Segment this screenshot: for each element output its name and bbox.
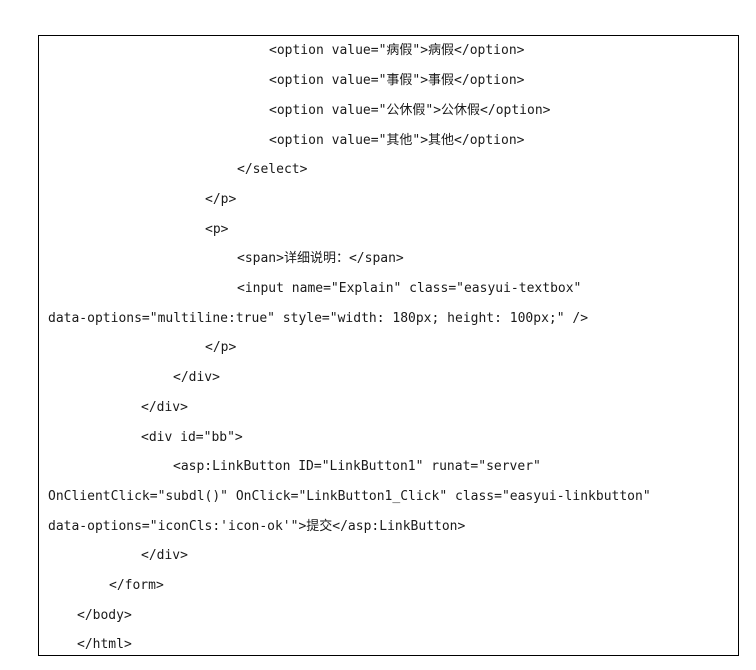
code-line: <span>详细说明：</span> <box>237 251 404 266</box>
code-line: <option value="病假">病假</option> <box>269 43 525 58</box>
code-line: data-options="multiline:true" style="wid… <box>48 311 589 326</box>
code-line: </form> <box>109 578 164 593</box>
code-line: </div> <box>141 548 188 563</box>
code-line: </html> <box>77 637 132 652</box>
code-line: </body> <box>77 608 132 623</box>
code-line: <asp:LinkButton ID="LinkButton1" runat="… <box>173 459 541 474</box>
code-line: <input name="Explain" class="easyui-text… <box>237 281 582 296</box>
code-line: OnClientClick="subdl()" OnClick="LinkBut… <box>48 489 651 504</box>
code-listing: <option value="病假">病假</option> <option v… <box>39 36 738 655</box>
code-line: </div> <box>173 370 220 385</box>
code-line: <div id="bb"> <box>141 430 243 445</box>
code-line: </div> <box>141 400 188 415</box>
code-line: <option value="其他">其他</option> <box>269 133 525 148</box>
code-line: </p> <box>205 340 237 355</box>
code-line: <option value="事假">事假</option> <box>269 73 525 88</box>
code-line: data-options="iconCls:'icon-ok'">提交</asp… <box>48 519 466 534</box>
code-line: </p> <box>205 192 237 207</box>
code-line: <option value="公休假">公休假</option> <box>269 103 551 118</box>
code-line: </select> <box>237 162 308 177</box>
code-listing-box: <option value="病假">病假</option> <option v… <box>38 35 739 656</box>
code-line: <p> <box>205 222 229 237</box>
